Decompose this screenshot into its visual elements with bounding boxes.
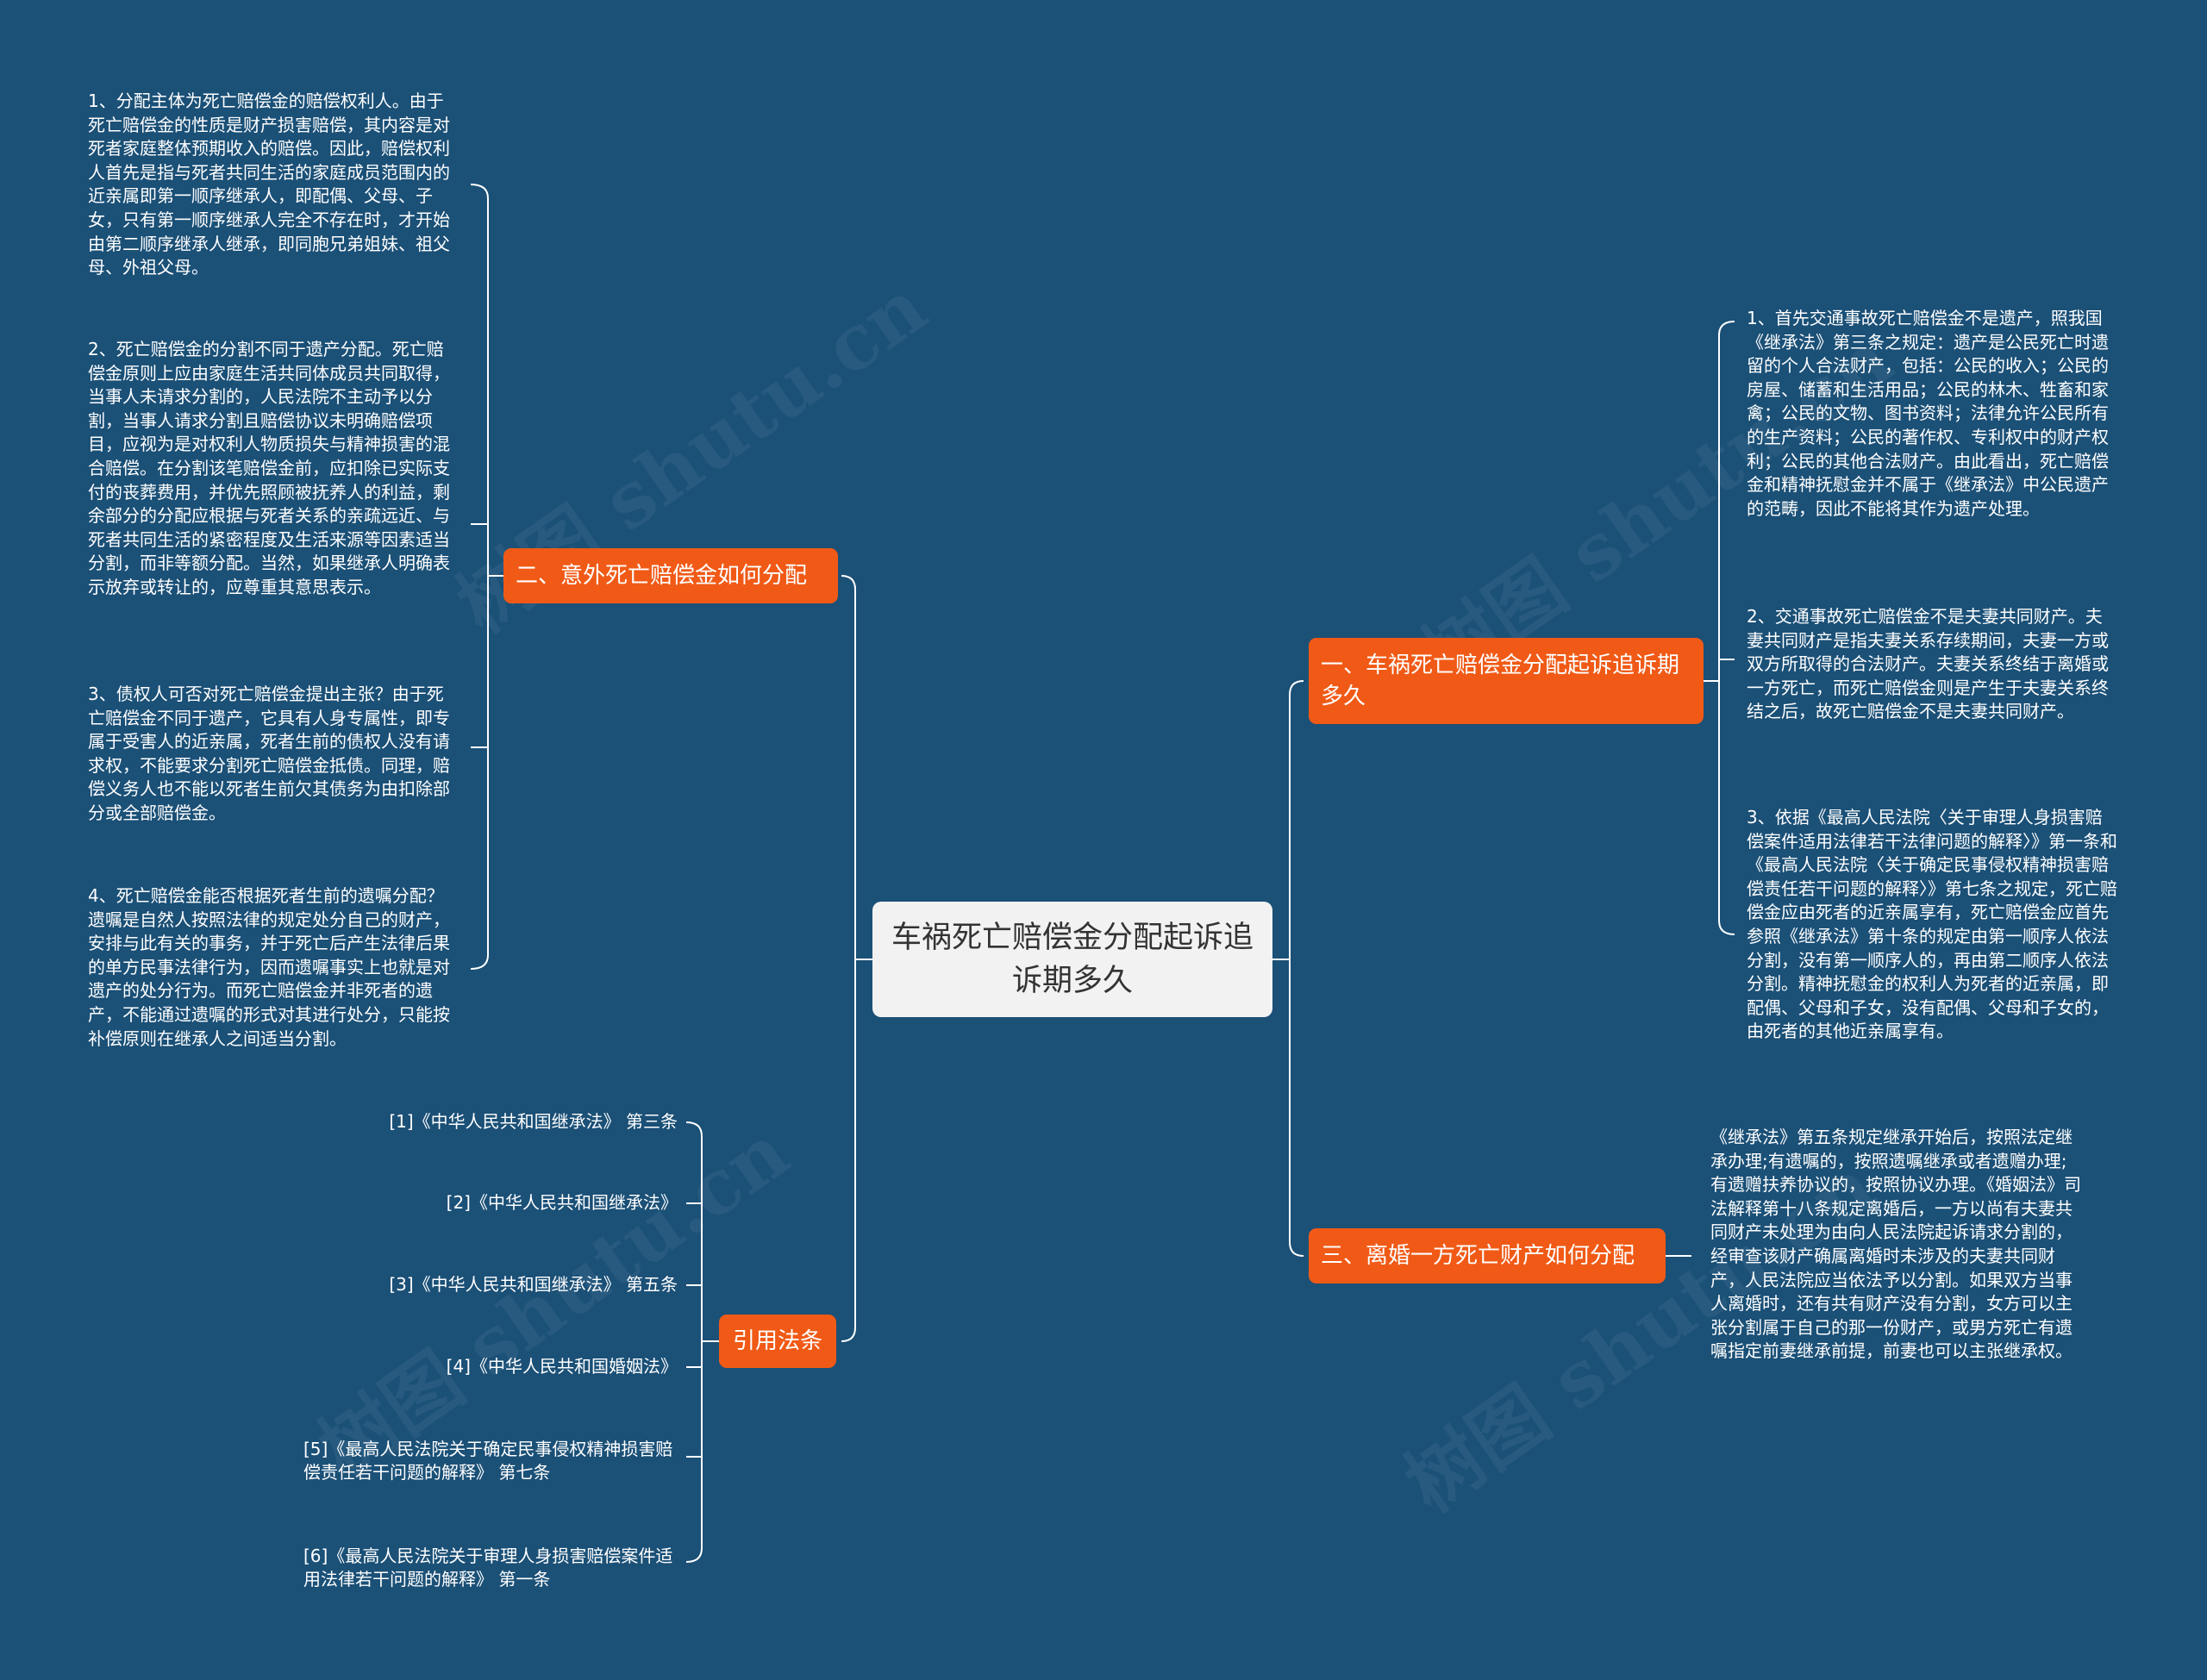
- citation-3: [3]《中华人民共和国继承法》 第五条: [389, 1274, 678, 1295]
- central-topic[interactable]: 车祸死亡赔偿金分配起诉追诉期多久: [872, 902, 1272, 1017]
- branch-1-leaf-1: 1、首先交通事故死亡赔偿金不是遗产，照我国《继承法》第三条之规定：遗产是公民死亡…: [1747, 308, 2109, 519]
- citation-1: [1]《中华人民共和国继承法》 第三条: [389, 1111, 678, 1132]
- branch-2-leaf-1: 1、分配主体为死亡赔偿金的赔偿权利人。由于死亡赔偿金的性质是财产损害赔偿，其内容…: [88, 91, 450, 278]
- branch-2-leaf-4: 4、死亡赔偿金能否根据死者生前的遗嘱分配？遗嘱是自然人按照法律的规定处分自己的财…: [88, 885, 450, 1049]
- branch-3-node[interactable]: 三、离婚一方死亡财产如何分配: [1309, 1228, 1666, 1283]
- branch-2-node[interactable]: 二、意外死亡赔偿金如何分配: [503, 548, 838, 603]
- branch-2-leaf-3: 3、债权人可否对死亡赔偿金提出主张？由于死亡赔偿金不同于遗产，它具有人身专属性，…: [88, 684, 450, 823]
- citation-6: [6]《最高人民法院关于审理人身损害赔偿案件适用法律若干问题的解释》 第一条: [303, 1546, 673, 1589]
- citation-5: [5]《最高人民法院关于确定民事侵权精神损害赔偿责任若干问题的解释》 第七条: [303, 1439, 673, 1483]
- branch-3-leaf-1: 《继承法》第五条规定继承开始后，按照法定继承办理;有遗嘱的，按照遗嘱继承或者遗赠…: [1710, 1127, 2081, 1362]
- branch-1-leaf-2: 2、交通事故死亡赔偿金不是夫妻共同财产。夫妻共同财产是指夫妻关系存续期间，夫妻一…: [1747, 606, 2109, 722]
- citation-2: [2]《中华人民共和国继承法》: [446, 1192, 678, 1213]
- citation-4: [4]《中华人民共和国婚姻法》: [446, 1356, 678, 1377]
- branch-2-leaf-2: 2、死亡赔偿金的分割不同于遗产分配。死亡赔偿金原则上应由家庭生活共同体成员共同取…: [88, 339, 450, 597]
- branch-4-node[interactable]: 引用法条: [719, 1315, 836, 1368]
- branch-1-leaf-3: 3、依据《最高人民法院〈关于审理人身损害赔偿案件适用法律若干法律问题的解释〉》第…: [1747, 807, 2117, 1042]
- branch-1-node[interactable]: 一、车祸死亡赔偿金分配起诉追诉期多久: [1309, 638, 1704, 724]
